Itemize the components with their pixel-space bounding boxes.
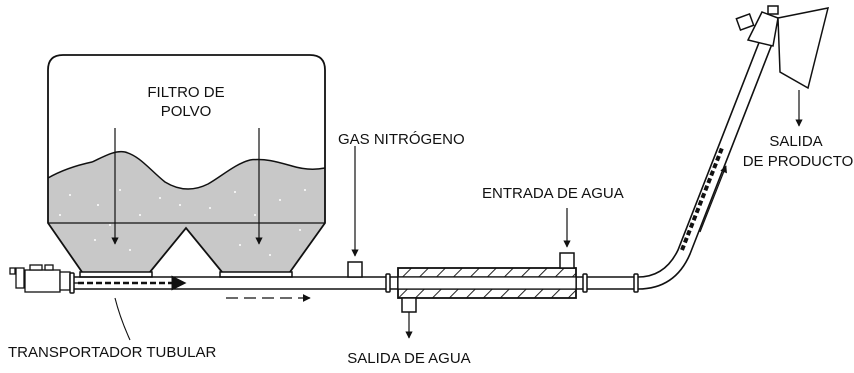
nitrogen-gas-port (347, 261, 363, 278)
nitrogen-gas-label: GAS NITRÓGENO (338, 131, 465, 148)
water-inlet-label: ENTRADA DE AGUA (482, 185, 624, 202)
discharge-head (735, 5, 830, 90)
pipe-end-cap (69, 272, 75, 294)
inclined-screw (680, 147, 724, 251)
product-outlet-label-line1: SALIDA (769, 133, 822, 150)
hopper-outline (47, 54, 326, 273)
product-outlet-label-line2: DE PRODUCTO (743, 153, 854, 170)
pipe-flanges (385, 273, 639, 293)
water-outlet-label: SALIDA DE AGUA (347, 350, 470, 367)
cooling-jacket (397, 252, 577, 313)
conveyor-callout-line (114, 297, 131, 341)
drive-motor (9, 264, 80, 293)
water-outlet-port (401, 297, 417, 313)
dust-filter-label-line2: POLVO (161, 103, 212, 120)
powder-fill (48, 151, 325, 272)
water-inlet-port (559, 252, 575, 269)
powder-surface (47, 150, 326, 190)
dust-filter-label-line1: FILTRO DE (147, 84, 224, 101)
tubular-conveyor-label: TRANSPORTADOR TUBULAR (8, 344, 217, 361)
inclined-flow-arrow (699, 165, 727, 233)
inclined-pipe (637, 39, 773, 290)
powder-speckles (59, 189, 306, 256)
